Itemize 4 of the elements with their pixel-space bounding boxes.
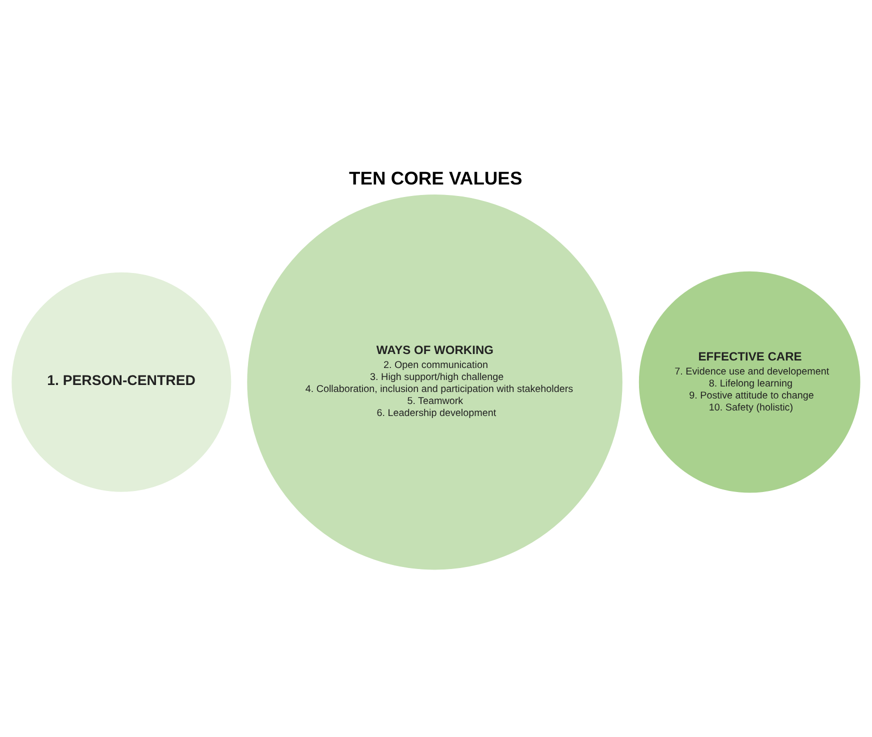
diagram-title: TEN CORE VALUES [348, 167, 522, 188]
node-circle: 1. PERSON-CENTRED [10, 271, 232, 492]
node-circle: WAYS OF WORKING 2. Open communication 3. High support/high challenge 4. Collaboration, inclusion and participation with stakeholders 5. Teamwork 6. Leadership development [246, 193, 624, 570]
node-circle: EFFECTIVE CARE 7. Evidence use and developement 8. Lifelong learning 9. Postive attitude to change 10. Safety (holistic) [638, 270, 861, 493]
